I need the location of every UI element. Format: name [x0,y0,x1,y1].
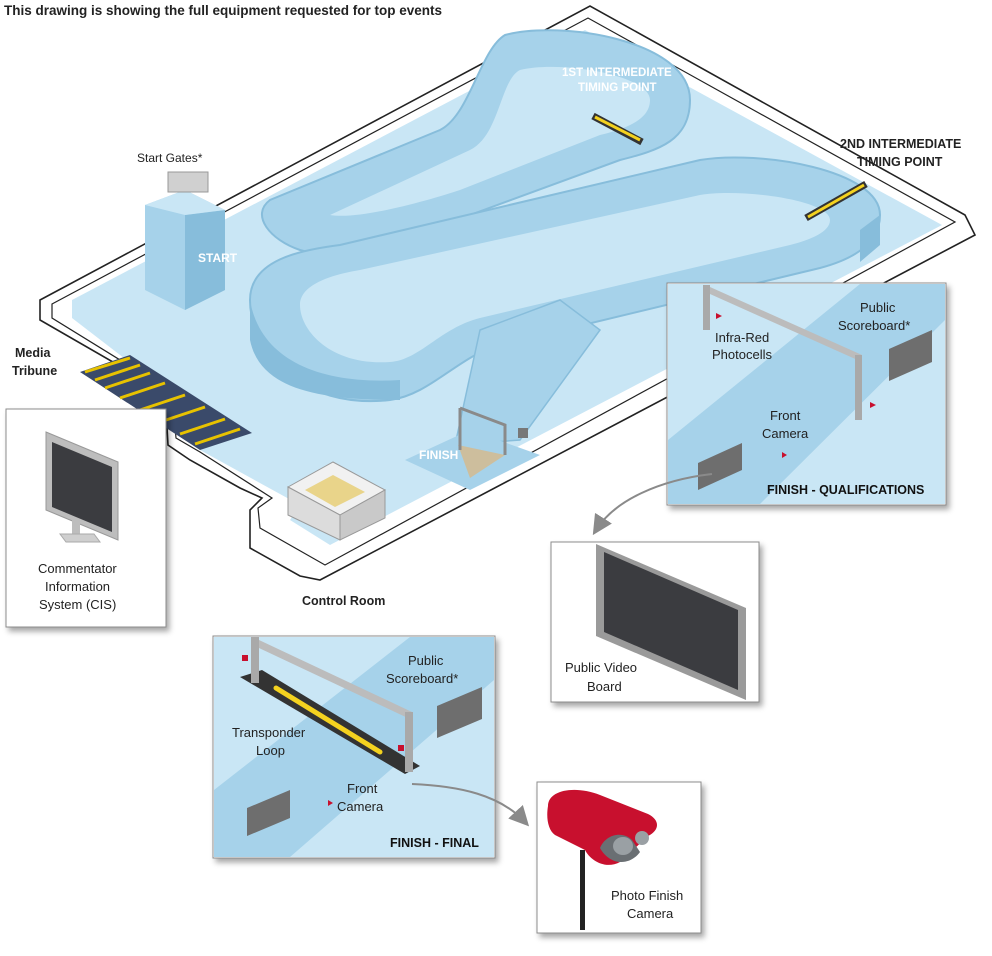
final-front-camera-icon [328,800,333,806]
photocell-gate [703,285,862,420]
start-label: START [198,251,238,265]
final-camera-line2: Camera [337,799,384,814]
inter1-label-line1: 1ST INTERMEDIATE [562,67,672,79]
monitor-icon [45,431,119,543]
photo-finish-line1: Photo Finish [611,888,683,903]
video-board-icon [596,544,746,700]
qual-photocells-line1: Infra-Red [715,330,769,345]
start-gates-icon [167,171,209,193]
photo-finish-panel: Photo Finish Camera [536,781,702,934]
inter1-label-line2: TIMING POINT [578,82,657,94]
video-board-line1: Public Video [565,660,637,675]
qual-scoreboard-line2: Scoreboard* [838,318,910,333]
control-room-label: Control Room [302,594,385,608]
finish-final-panel: Public Scoreboard* Transponder Loop Fron… [212,635,496,859]
media-label-line2: Tribune [12,364,57,378]
inter2-label-line2: TIMING POINT [857,155,943,169]
final-camera-line1: Front [347,781,378,796]
qual-camera-line2: Camera [762,426,809,441]
finish-label: FINISH [419,448,458,462]
final-panel-title: FINISH - FINAL [390,836,479,850]
cis-label-line3: System (CIS) [39,597,116,612]
arrow-to-video-board [592,473,713,536]
qual-scoreboard-line1: Public [860,300,896,315]
start-gates-label: Start Gates* [137,151,203,165]
start-building: START [145,171,238,310]
control-room-icon [286,461,387,541]
final-scoreboard [437,687,482,738]
photo-finish-camera-icon [547,789,657,930]
final-scoreboard-line2: Scoreboard* [386,671,458,686]
course-track [248,29,882,490]
cis-panel: Commentator Information System (CIS) [5,408,167,628]
qual-video-board [698,443,742,490]
final-gate [251,637,413,772]
qual-scoreboard [889,330,932,381]
photocell-flag-icon [716,313,722,319]
final-video-board [247,790,290,836]
finish-qualifications-panel: Infra-Red Photocells Public Scoreboard* … [666,282,947,506]
cis-label-line1: Commentator [38,561,117,576]
qual-front-camera-icon [782,452,787,458]
video-board-panel: Public Video Board [550,541,760,703]
finish-scoreboard-mini [518,428,528,438]
qual-camera-line1: Front [770,408,801,423]
qual-photocells-line2: Photocells [712,347,772,362]
video-board-line2: Board [587,679,622,694]
final-loop-line1: Transponder [232,725,306,740]
finish-gate [458,406,507,455]
media-label-line1: Media [15,346,51,360]
qual-panel-title: FINISH - QUALIFICATIONS [767,483,924,497]
media-tribune-icon [80,355,252,450]
arrow-to-photo-camera [411,783,530,827]
final-scoreboard-line1: Public [408,653,444,668]
photo-finish-line2: Camera [627,906,674,921]
final-loop-line2: Loop [256,743,285,758]
cis-label-line2: Information [45,579,110,594]
inter2-label-line1: 2ND INTERMEDIATE [840,137,961,151]
page-title: This drawing is showing the full equipme… [4,3,442,18]
